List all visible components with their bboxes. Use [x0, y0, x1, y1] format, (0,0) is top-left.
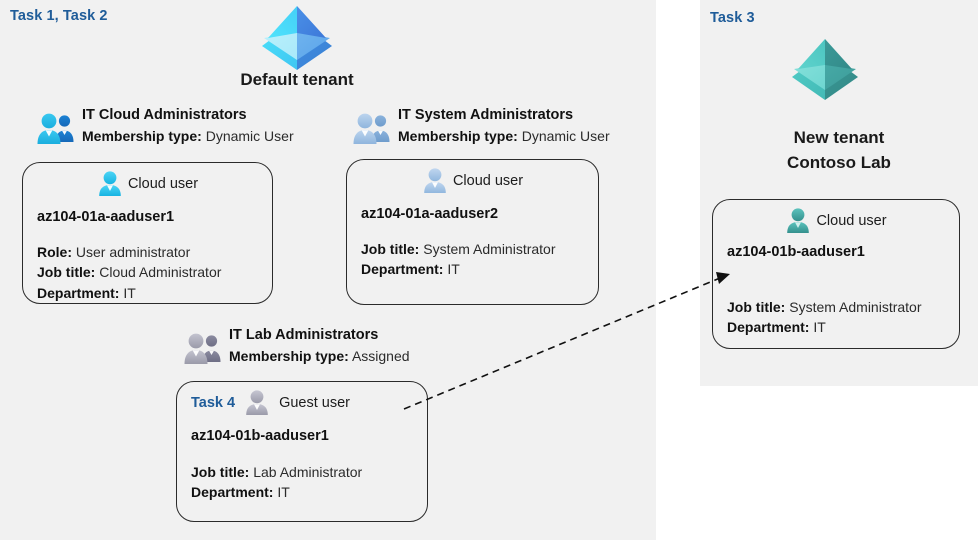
user-attributes: Job title: System Administrator Departme… — [347, 239, 598, 280]
attr-value: IT — [277, 484, 290, 501]
user-attributes: Job title: Lab Administrator Department:… — [177, 462, 427, 503]
attr-value: IT — [447, 261, 460, 278]
group-meta-value: Assigned — [351, 348, 410, 365]
default-tenant-title: Default tenant — [240, 70, 354, 89]
group-meta-label: Membership type: — [398, 128, 518, 145]
group-name: IT Lab Administrators — [229, 327, 379, 343]
user-upn: az104-01a-aaduser1 — [37, 209, 175, 225]
attr-value: Lab Administrator — [253, 464, 363, 480]
attr-label: Department: — [727, 319, 810, 336]
attr-label: Role: — [37, 244, 72, 260]
attr-label: Job title: — [361, 241, 420, 257]
attr-label: Job title: — [727, 299, 786, 315]
card-header: Cloud user — [23, 163, 272, 197]
task-label-4: Task 4 — [191, 394, 236, 411]
group-meta-label: Membership type: — [229, 348, 349, 365]
card-header: Cloud user — [713, 200, 959, 234]
user-upn: az104-01b-aaduser1 — [191, 428, 329, 444]
cloud-user-icon — [422, 167, 448, 194]
user-card-az104-01b-aaduser1-cloud[interactable]: Cloud user az104-01b-aaduser1 Job title:… — [712, 199, 960, 349]
user-attr-job-title: Job title: Cloud Administrator — [37, 262, 272, 282]
default-tenant-panel — [0, 0, 656, 540]
new-tenant-title: New tenant Contoso Lab — [700, 126, 978, 175]
group-users-icon — [352, 111, 392, 145]
user-attributes: Job title: System Administrator Departme… — [713, 297, 959, 338]
attr-label: Job title: — [37, 264, 96, 281]
user-attr-job-title: Job title: System Administrator — [361, 239, 598, 259]
group-it-system-administrators: IT System Administrators Membership type… — [352, 105, 610, 147]
attr-value: IT — [123, 284, 136, 301]
user-attributes: Role: User administrator Job title: Clou… — [23, 242, 272, 303]
user-card-az104-01a-aaduser1[interactable]: Cloud user az104-01a-aaduser1 Role: User… — [22, 162, 273, 304]
user-card-az104-01b-aaduser1-guest[interactable]: Task 4 Guest user az104-01b-aaduser1 Job… — [176, 381, 428, 522]
user-card-az104-01a-aaduser2[interactable]: Cloud user az104-01a-aaduser2 Job title:… — [346, 159, 599, 305]
group-users-icon — [36, 111, 76, 145]
attr-value: IT — [813, 319, 826, 336]
user-attr-department: Department: IT — [191, 482, 427, 502]
attr-value: Cloud Administrator — [99, 264, 222, 281]
user-attr-department: Department: IT — [727, 317, 959, 337]
attr-value: User administrator — [75, 244, 191, 260]
group-name: IT Cloud Administrators — [82, 107, 247, 123]
default-tenant-pyramid-icon — [258, 2, 336, 70]
user-attr-department: Department: IT — [361, 259, 598, 279]
user-attr-department: Department: IT — [37, 283, 272, 303]
group-it-cloud-administrators: IT Cloud Administrators Membership type:… — [36, 105, 294, 147]
user-upn: az104-01a-aaduser2 — [361, 206, 499, 222]
user-upn: az104-01b-aaduser1 — [727, 244, 865, 260]
user-type-label: Cloud user — [452, 172, 524, 189]
user-type-label: Cloud user — [816, 212, 887, 229]
group-meta-label: Membership type: — [82, 128, 202, 145]
task-label-1-2: Task 1, Task 2 — [10, 8, 108, 24]
cloud-user-icon — [785, 207, 811, 234]
user-attr-job-title: Job title: System Administrator — [727, 297, 959, 317]
new-tenant-title-line1: New tenant — [793, 128, 885, 147]
card-header: Cloud user — [347, 160, 598, 194]
group-it-lab-administrators: IT Lab Administrators Membership type: A… — [183, 325, 410, 367]
user-attr-job-title: Job title: Lab Administrator — [191, 462, 427, 482]
group-membership-type: Membership type: Assigned — [229, 346, 410, 367]
new-tenant-title-line2: Contoso Lab — [787, 152, 891, 172]
attr-value: System Administrator — [423, 241, 556, 257]
group-meta-value: Dynamic User — [521, 128, 610, 145]
group-membership-type: Membership type: Dynamic User — [82, 126, 294, 147]
attr-label: Department: — [361, 261, 444, 278]
attr-label: Department: — [191, 484, 274, 501]
user-attr-role: Role: User administrator — [37, 242, 272, 262]
group-meta-value: Dynamic User — [205, 128, 294, 145]
card-header: Task 4 Guest user — [177, 382, 427, 416]
attr-value: System Administrator — [789, 299, 922, 315]
user-type-label: Guest user — [279, 394, 350, 411]
guest-user-icon — [244, 389, 270, 416]
attr-label: Job title: — [191, 464, 250, 480]
task-label-3: Task 3 — [710, 10, 755, 26]
group-users-icon — [183, 331, 223, 365]
group-membership-type: Membership type: Dynamic User — [398, 126, 610, 147]
new-tenant-pyramid-icon — [789, 36, 861, 100]
cloud-user-icon — [97, 170, 123, 197]
user-type-label: Cloud user — [127, 175, 199, 192]
group-name: IT System Administrators — [398, 107, 574, 123]
attr-label: Department: — [37, 284, 120, 301]
